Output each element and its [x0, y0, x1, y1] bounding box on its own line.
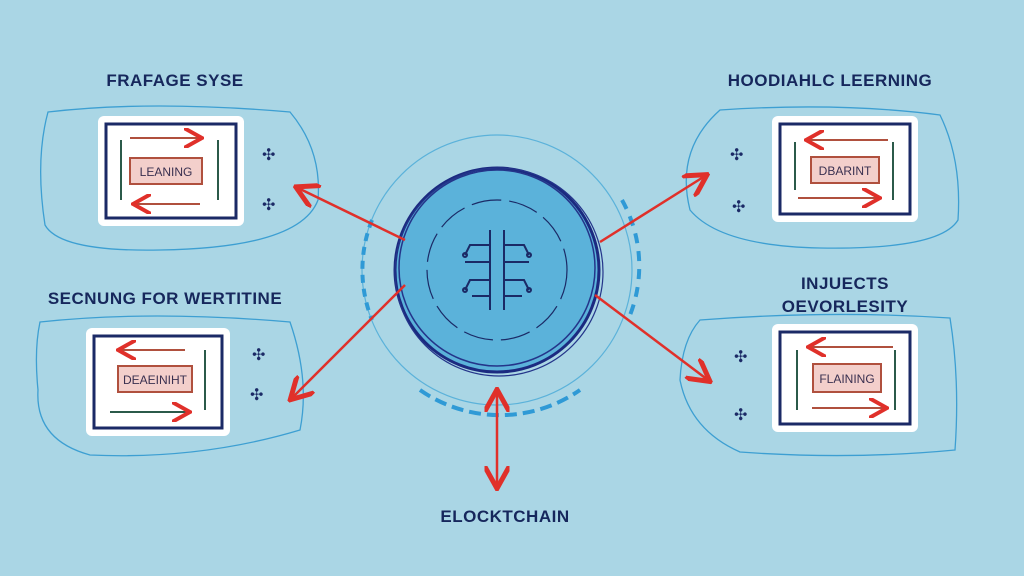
title-top-right: HOODIAHLC LEERNING [728, 71, 933, 90]
arrow-to-top-right [599, 176, 705, 244]
arrow-to-mid-left [292, 284, 406, 398]
node-icon: ✣ [734, 349, 747, 366]
title-mid-left: SECNUNG FOR WERTITINE [48, 289, 282, 308]
node-icon: ✣ [732, 199, 745, 216]
title-mid-right-line1: INJUECTS [801, 274, 889, 293]
panel-mid-right: FLAINING ✣ ✣ [679, 313, 958, 457]
panel-label: LEANING [140, 165, 193, 179]
node-icon: ✣ [250, 387, 263, 404]
arrow-to-top-left [298, 188, 406, 242]
panel-label: DEAEINIHT [123, 373, 188, 387]
panel-label: DBARINT [819, 164, 872, 178]
panel-top-left: LEANING ✣ ✣ [40, 105, 320, 251]
title-mid-right-line2: OEVORLESITY [782, 297, 909, 316]
central-hub [360, 134, 642, 418]
node-icon: ✣ [734, 407, 747, 424]
panel-label: FLAINING [819, 372, 874, 386]
title-bottom: ELOCKTCHAIN [440, 507, 569, 526]
title-top-left: FRAFAGE SYSE [106, 71, 243, 90]
node-icon: ✣ [252, 347, 265, 364]
node-icon: ✣ [730, 147, 743, 164]
connector-arrows [292, 176, 708, 486]
arrow-to-mid-right [594, 294, 708, 380]
panel-top-right: DBARINT ✣ ✣ [685, 106, 960, 249]
panel-mid-left: DEAEINIHT ✣ ✣ [35, 315, 304, 457]
node-icon: ✣ [262, 147, 275, 164]
brain-circuit-icon [462, 230, 532, 310]
node-icon: ✣ [262, 197, 275, 214]
